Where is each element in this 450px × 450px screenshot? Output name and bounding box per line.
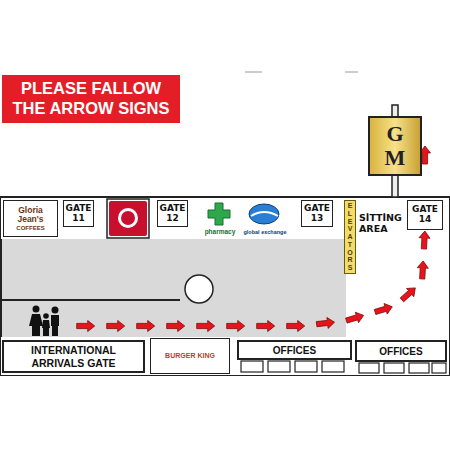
node-text: GM	[384, 122, 406, 170]
exchange-logo	[251, 212, 278, 216]
node-text: ELEVATORS	[347, 202, 354, 271]
route-arrow	[70, 230, 430, 340]
red-logo	[109, 201, 147, 236]
arrow-chunk	[419, 231, 430, 249]
elevator-sign: ELEVATORS	[344, 200, 356, 274]
arrow-chunk	[167, 321, 185, 332]
arrow-chunk	[107, 321, 125, 332]
logo-frame	[107, 199, 149, 238]
bottom-row	[1, 337, 449, 375]
red-logo	[118, 208, 138, 228]
red-logo	[121, 211, 135, 225]
shop-logo: BURGER KING	[150, 338, 230, 374]
node-text: OFFICES	[379, 346, 422, 357]
arrow-chunk	[227, 321, 245, 332]
arrow-chunk	[346, 312, 364, 323]
arrivals-gate: INTERNATIONAL ARRIVALS GATE	[2, 340, 145, 373]
node-text: BURGER KING	[165, 352, 215, 360]
building-outline	[1, 197, 449, 375]
node-text: COFFEES	[16, 225, 44, 232]
arrow-chunk	[417, 261, 428, 279]
column	[185, 275, 213, 303]
wall	[1, 196, 449, 198]
tick-mark	[245, 72, 262, 73]
arrow-chunk	[400, 288, 415, 302]
banner-text: PLEASE FALLOW THE ARROW SIGNS	[6, 79, 176, 119]
shop-logo: Gloria Jean'sCOFFEES	[3, 200, 58, 237]
arrow-chunk	[374, 304, 392, 315]
warning-banner: PLEASE FALLOW THE ARROW SIGNS	[2, 75, 180, 123]
tick-mark	[345, 72, 358, 73]
arrow-chunk	[316, 318, 334, 329]
node-text: OFFICES	[273, 345, 316, 356]
node-text: GATE 14	[411, 205, 439, 225]
shop-logo: pharmacy	[200, 200, 240, 237]
exchange-logo	[249, 204, 279, 224]
node-text: GATE 13	[304, 204, 330, 224]
node-text: GATE 11	[66, 204, 92, 224]
arrow-chunk	[137, 321, 155, 332]
node-text: GATE 12	[160, 204, 186, 224]
arrow-chunk	[77, 321, 95, 332]
barrier-line	[1, 299, 180, 301]
pharmacy-cross	[208, 203, 230, 225]
gate-sign: GATE 13	[301, 200, 333, 227]
arrow-chunk	[287, 321, 305, 332]
node-text: INTERNATIONAL ARRIVALS GATE	[18, 344, 129, 368]
node-text: global exchange	[243, 229, 286, 235]
gate-sign: GATE 12	[157, 200, 188, 227]
node-text: pharmacy	[205, 228, 236, 235]
office-block: OFFICES	[237, 340, 352, 360]
node-text: Gloria Jean's	[4, 206, 57, 225]
shop-logo: global exchange	[242, 200, 288, 237]
gate-sign: GATE 11	[63, 200, 94, 227]
arrow-chunk	[257, 321, 275, 332]
arrow-chunk	[197, 321, 215, 332]
route-line	[70, 230, 425, 340]
office-block: OFFICES	[355, 340, 447, 362]
family-figures	[29, 306, 59, 337]
gm-sign: GM	[368, 116, 422, 176]
sitting-area-floor	[346, 199, 449, 337]
gate-sign: GATE 14	[407, 200, 443, 230]
office-windows	[241, 361, 446, 373]
area-label: SİTTİNG AREA	[359, 213, 405, 235]
